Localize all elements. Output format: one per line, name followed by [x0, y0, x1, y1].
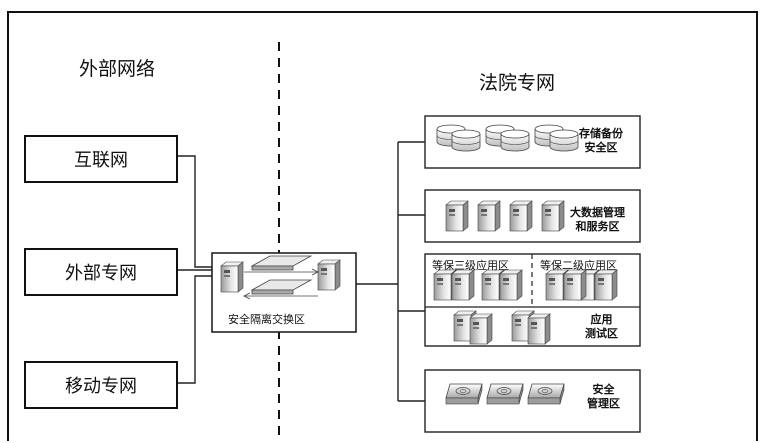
storage-zone-label-line1: 存储备份 — [579, 127, 623, 140]
mgmt-zone-label: 安全 管理区 — [587, 383, 620, 411]
court-network-title: 法院专网 — [479, 72, 556, 94]
mobile-private-network-box: 移动专网 — [24, 361, 178, 409]
exchange-server-left — [220, 261, 244, 293]
test-zone-label: 应用 测试区 — [585, 313, 618, 341]
level3-zone-label: 等保三级应用区 — [432, 259, 509, 272]
mgmt-zone-label-line2: 管理区 — [587, 397, 620, 410]
internet-box: 互联网 — [24, 135, 178, 183]
mgmt-devices — [445, 383, 565, 405]
external-network-title: 外部网络 — [79, 58, 156, 80]
level2-zone-label: 等保二级应用区 — [540, 259, 617, 272]
bigdata-zone-label-line2: 和服务区 — [575, 220, 620, 233]
storage-cylinders — [436, 124, 579, 152]
exchange-label: 安全隔离交换区 — [228, 313, 305, 326]
bigdata-zone-label: 大数据管理 和服务区 — [570, 206, 625, 234]
test-zone-label-line2: 测试区 — [585, 327, 618, 340]
mgmt-zone-label-line1: 安全 — [592, 383, 615, 396]
storage-zone-label-line2: 安全区 — [584, 141, 618, 154]
right-connectors — [356, 141, 425, 402]
isolation-devices — [243, 255, 319, 300]
left-connectors — [176, 155, 212, 384]
exchange-server-right — [317, 259, 341, 291]
storage-zone-label: 存储备份 安全区 — [579, 127, 623, 155]
test-zone-label-line1: 应用 — [590, 313, 613, 326]
outer-frame — [7, 11, 758, 441]
external-private-network-box: 外部专网 — [24, 248, 178, 296]
bigdata-zone-label-line1: 大数据管理 — [570, 206, 625, 219]
